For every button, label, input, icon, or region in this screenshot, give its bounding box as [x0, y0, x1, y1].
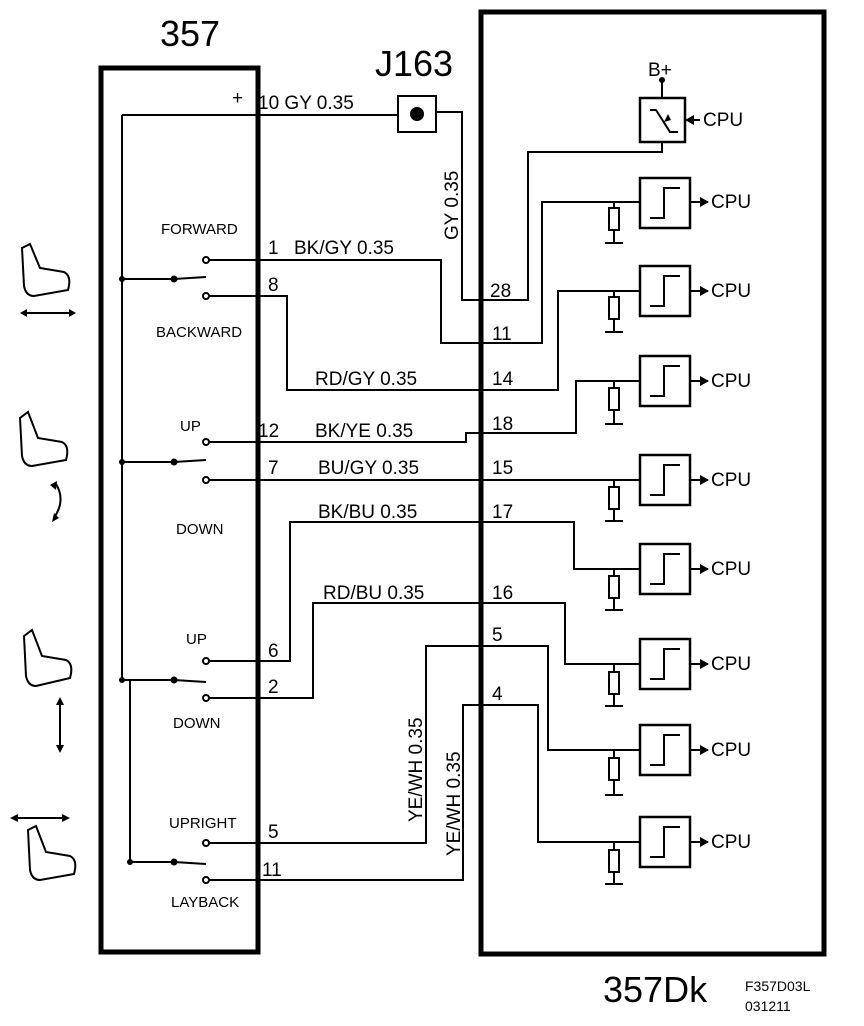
- wire-up1-pin: 12: [258, 421, 279, 442]
- switch-unit-box: [98, 65, 261, 955]
- cpu-label-3: CPU: [711, 371, 751, 392]
- control-unit-box: [478, 9, 827, 957]
- input-circuit-6: [605, 637, 709, 707]
- supply-b-plus: B+: [648, 60, 672, 81]
- connector-label: J163: [375, 43, 453, 84]
- input-circuit-5: [605, 542, 709, 611]
- wire-layback-color: YE/WH 0.35: [444, 751, 465, 856]
- pin-14: 14: [492, 369, 514, 390]
- layback-label: LAYBACK: [171, 894, 239, 911]
- forward-label: FORWARD: [161, 221, 238, 238]
- input-circuit-7: [605, 723, 709, 796]
- pin-4: 4: [492, 684, 503, 705]
- seat-tilt-icon: [18, 410, 69, 522]
- wire-upright-color: YE/WH 0.35: [406, 717, 427, 822]
- pin-18: 18: [492, 414, 513, 435]
- wire-down2-color: RD/BU 0.35: [323, 583, 424, 604]
- seat-recline-icon: [10, 814, 77, 882]
- cpu-label-6: CPU: [711, 654, 751, 675]
- wire-down2-pin: 2: [268, 677, 279, 698]
- connector-j163: [397, 95, 437, 133]
- supply-wire-label: 10 GY 0.35: [258, 93, 354, 114]
- wire-forward-pin: 1: [268, 238, 279, 259]
- up2-label: UP: [186, 631, 207, 648]
- pin-28: 28: [490, 281, 511, 302]
- input-circuit-2: [605, 264, 709, 333]
- wire-backward-color: RD/GY 0.35: [315, 369, 417, 390]
- wire-down1-pin: 7: [268, 458, 279, 479]
- cpu-label-8: CPU: [711, 832, 751, 853]
- drawing-date: 031211: [745, 998, 791, 1014]
- down2-label: DOWN: [173, 715, 221, 732]
- input-circuit-3: [605, 354, 709, 425]
- cpu-label-1: CPU: [711, 192, 751, 213]
- upright-label: UPRIGHT: [169, 815, 237, 832]
- gy-vertical-label: GY 0.35: [442, 171, 463, 240]
- switch-forward-backward: [119, 256, 486, 391]
- wire-upright-pin: 5: [268, 822, 279, 843]
- control-unit-label: 357Dk: [603, 969, 708, 1010]
- pin-11: 11: [492, 324, 512, 345]
- wire-down1-color: BU/GY 0.35: [318, 458, 419, 479]
- switch-up-down-2: [119, 521, 486, 702]
- drawing-code: F357D03L: [745, 978, 811, 994]
- supply-wire: [121, 111, 486, 862]
- seat-forward-backward-icon: [20, 242, 76, 317]
- cpu-label-7: CPU: [711, 740, 751, 761]
- cpu-label-driver: CPU: [703, 110, 743, 131]
- seat-height-icon: [22, 628, 73, 753]
- wire-forward-color: BK/GY 0.35: [294, 238, 394, 259]
- wire-up2-pin: 6: [268, 641, 279, 662]
- wire-up1-color: BK/YE 0.35: [315, 421, 413, 442]
- pin-17: 17: [492, 502, 513, 523]
- cpu-label-4: CPU: [711, 470, 751, 491]
- pin-5: 5: [492, 625, 503, 646]
- down1-label: DOWN: [176, 521, 224, 538]
- cpu-label-2: CPU: [711, 281, 751, 302]
- internal-wiring: [486, 142, 663, 843]
- switch-up-down-1: [119, 432, 486, 484]
- supply-plus: +: [232, 88, 243, 109]
- backward-label: BACKWARD: [156, 324, 242, 341]
- cpu-label-5: CPU: [711, 559, 751, 580]
- wire-up2-color: BK/BU 0.35: [318, 502, 417, 523]
- wire-backward-pin: 8: [268, 275, 279, 296]
- up1-label: UP: [180, 418, 201, 435]
- pin-16: 16: [492, 583, 513, 604]
- switch-upright-layback: [127, 645, 486, 884]
- wire-layback-pin: 11: [262, 860, 282, 881]
- high-side-driver: [638, 77, 700, 144]
- pin-15: 15: [492, 458, 513, 479]
- input-circuit-8: [605, 815, 709, 885]
- input-circuit-4: [605, 453, 709, 522]
- switch-unit-label: 357: [160, 13, 220, 54]
- input-circuit-1: [605, 176, 709, 244]
